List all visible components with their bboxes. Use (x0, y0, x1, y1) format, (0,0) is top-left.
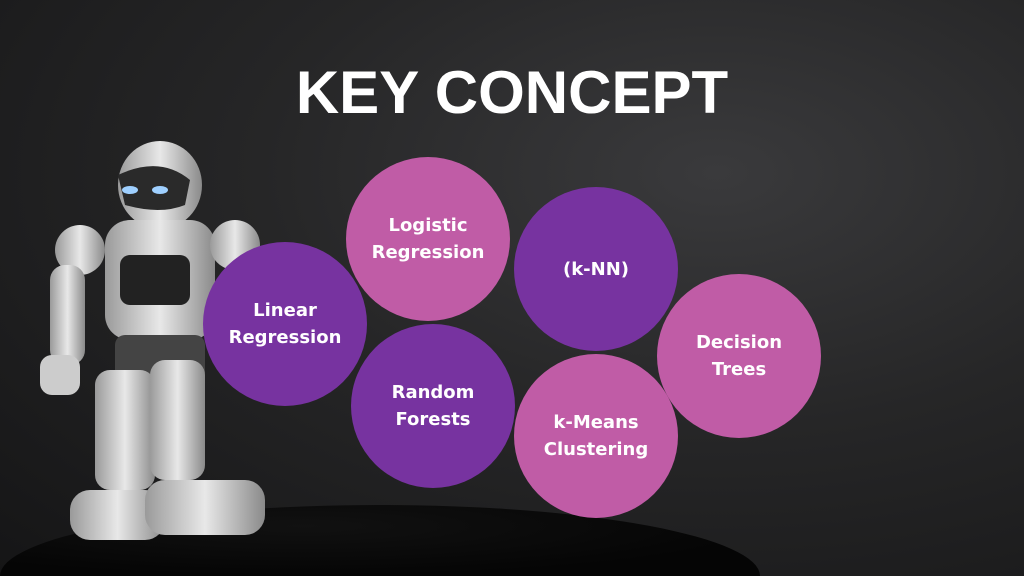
concept-k-means-clustering: k-Means Clustering (514, 354, 678, 518)
concept-label: Decision Trees (695, 332, 783, 380)
concept-label: Logistic Regression (371, 215, 485, 263)
concept-linear-regression: Linear Regression (203, 242, 367, 406)
concept-random-forests: Random Forests (351, 324, 515, 488)
concept-label: k-Means Clustering (543, 412, 649, 460)
concept-label: (k-NN) (562, 258, 630, 280)
concept-logistic-regression: Logistic Regression (346, 157, 510, 321)
robot-image (40, 141, 265, 540)
concept-label: Random Forests (391, 382, 475, 430)
concept-decision-trees: Decision Trees (657, 274, 821, 438)
page-title: KEY CONCEPT (295, 59, 729, 126)
concept-label: Linear Regression (228, 300, 342, 348)
concept-knn: (k-NN) (514, 187, 678, 351)
